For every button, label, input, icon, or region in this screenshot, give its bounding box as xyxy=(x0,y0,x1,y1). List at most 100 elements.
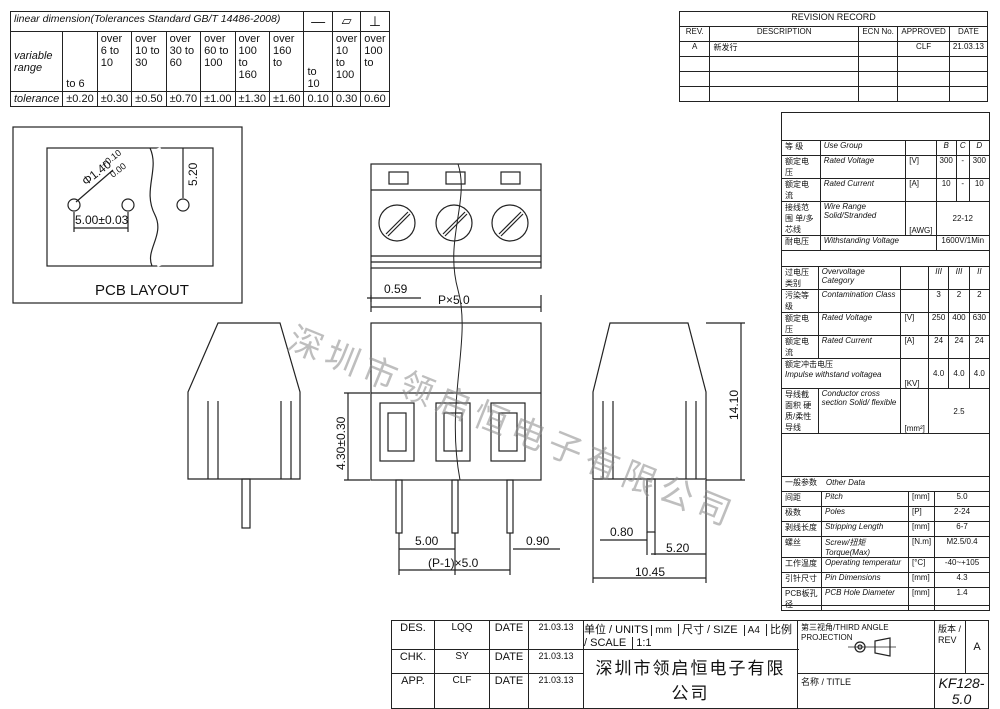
screw-slot xyxy=(385,211,409,235)
rev-value: A xyxy=(965,620,989,674)
dim-pitch: P×5.0 xyxy=(438,293,470,307)
spec-unit: [mm] xyxy=(907,521,936,537)
spec-table-1: 等 级 Use Group B C D 额定电压 Rated Voltage [… xyxy=(781,140,991,251)
spec-table-3: 一般参数 Other Data 间距 Pitch [mm] 5.0 极数 Pol… xyxy=(781,476,990,611)
right-side-profile xyxy=(592,322,707,480)
rev-label: 版本 / REV xyxy=(934,620,966,674)
leader-line xyxy=(75,169,114,203)
break-line xyxy=(149,147,159,267)
screw-icon xyxy=(378,204,416,242)
spec-en-text: Impulse withstand voltagea xyxy=(785,370,882,379)
dim-520: 5.20 xyxy=(666,541,690,555)
break-line xyxy=(453,163,463,481)
tolerance-value: 0.60 xyxy=(360,91,390,107)
other-data-en: Other Data xyxy=(825,478,866,487)
pcb-hole-icon xyxy=(121,198,135,212)
scale-value: 1:1 xyxy=(632,637,655,649)
spec-unit xyxy=(900,289,929,313)
tolerance-value: ±1.30 xyxy=(234,91,270,107)
dim-059: 0.59 xyxy=(384,282,408,296)
dim-500: 5.00 xyxy=(415,534,439,548)
spec-en: Rated Current xyxy=(819,178,907,202)
range-cell: to 6 xyxy=(62,31,98,92)
dim-090: 0.90 xyxy=(526,534,550,548)
spec-cn: 额定电流 xyxy=(781,335,819,359)
slot xyxy=(500,171,521,185)
screw-slot xyxy=(498,211,522,235)
slot xyxy=(388,171,409,185)
date-value: 21.03.13 xyxy=(528,649,584,674)
chk-label: CHK. xyxy=(391,649,435,674)
tolerance-value: ±0.50 xyxy=(131,91,167,107)
wire-entry-inner xyxy=(443,412,463,452)
tolerance-label: tolerance xyxy=(9,91,64,107)
wire-entry-inner xyxy=(387,412,407,452)
spec-val: 22-12 xyxy=(935,201,990,236)
date-label: DATE xyxy=(489,673,529,709)
spec-en: Withstanding Voltage xyxy=(819,235,937,251)
title-label: 名称 / TITLE xyxy=(797,673,935,709)
tolerance-table: linear dimension(Tolerances Standard GB/… xyxy=(9,11,390,107)
pcb-offset-dim: 5.20 xyxy=(186,162,200,186)
pcb-hole-icon xyxy=(67,198,81,212)
break-line xyxy=(155,146,169,267)
spec-val: II xyxy=(968,266,991,290)
drawing-title: KF128-5.0 xyxy=(934,673,989,709)
projection-cell: 第三视角/THIRD ANGLE PROJECTION xyxy=(797,620,935,674)
projection-label: 第三视角/THIRD ANGLE PROJECTION xyxy=(801,623,889,642)
units-label: 单位 / UNITS xyxy=(584,624,649,636)
spec-en: Rated Current xyxy=(817,335,902,359)
screw-slot xyxy=(444,213,468,237)
screw-slot xyxy=(500,213,524,237)
spec-unit: [V] xyxy=(900,312,929,336)
range-cell: over 6 to 10 xyxy=(96,31,133,92)
range-cell: over 100 to 160 xyxy=(234,31,270,92)
spec-unit: [AWG] xyxy=(905,201,937,236)
date-label: DATE xyxy=(489,620,529,650)
spec-unit: [V] xyxy=(905,155,937,179)
size-value: A4 xyxy=(743,625,763,636)
range-cell: over 160 to xyxy=(268,31,305,92)
spec-unit: [mm] xyxy=(907,587,936,611)
pcb-caption: PCB LAYOUT xyxy=(95,282,189,299)
tolerance-value: 0.10 xyxy=(303,91,333,107)
tolerance-value: ±0.30 xyxy=(96,91,133,107)
range-cell: to 10 xyxy=(303,31,333,92)
title-block: DES. LQQ DATE 21.03.13 单位 / UNITS mm 尺寸 … xyxy=(391,620,989,709)
dim-total: (P-1)×5.0 xyxy=(428,556,479,570)
date-label: DATE xyxy=(489,649,529,674)
range-cell: over 100 to xyxy=(360,31,390,92)
chk-value: SY xyxy=(434,649,490,674)
slot xyxy=(445,171,466,185)
pin xyxy=(395,479,403,534)
pcb-layout-inner xyxy=(46,147,214,267)
company-name: 深圳市领启恒电子有限公司 xyxy=(583,649,798,709)
left-side-profile xyxy=(187,322,301,480)
size-label: 尺寸 / SIZE xyxy=(677,624,741,636)
scale-label: 比例 / SCALE xyxy=(584,624,792,649)
screw-icon xyxy=(491,204,529,242)
screw-icon xyxy=(435,204,473,242)
revision-table: REVISION RECORD REV. DESCRIPTION ECN No.… xyxy=(678,11,989,102)
spec-table-2: 过电压类别 Overvoltage Category III III II 污染… xyxy=(780,266,991,434)
date-value: 21.03.13 xyxy=(528,620,584,650)
wire-entry xyxy=(379,402,415,462)
variable-range-label: variable range xyxy=(9,31,64,92)
spec-val: 1600V/1Min xyxy=(935,235,990,251)
top-view-body xyxy=(370,163,542,269)
spec-cn: 导线截面积 硬质/柔性导线 xyxy=(781,388,819,434)
range-cell: over 10 to 100 xyxy=(331,31,362,92)
des-label: DES. xyxy=(391,620,435,650)
pcb-hole-icon xyxy=(176,198,190,212)
dim-080: 0.80 xyxy=(610,525,634,539)
wire-entry-inner xyxy=(498,412,518,452)
pcb-pitch-dim: 5.00±0.03 xyxy=(75,213,129,227)
pcb-layout-frame xyxy=(12,126,243,304)
other-data-cn: 一般参数 xyxy=(785,478,817,487)
spec-val: 2.5 xyxy=(927,388,991,434)
tolerance-value: ±1.60 xyxy=(268,91,305,107)
dim-height-1410: 14.10 xyxy=(727,390,741,420)
wire-entry xyxy=(490,402,526,462)
